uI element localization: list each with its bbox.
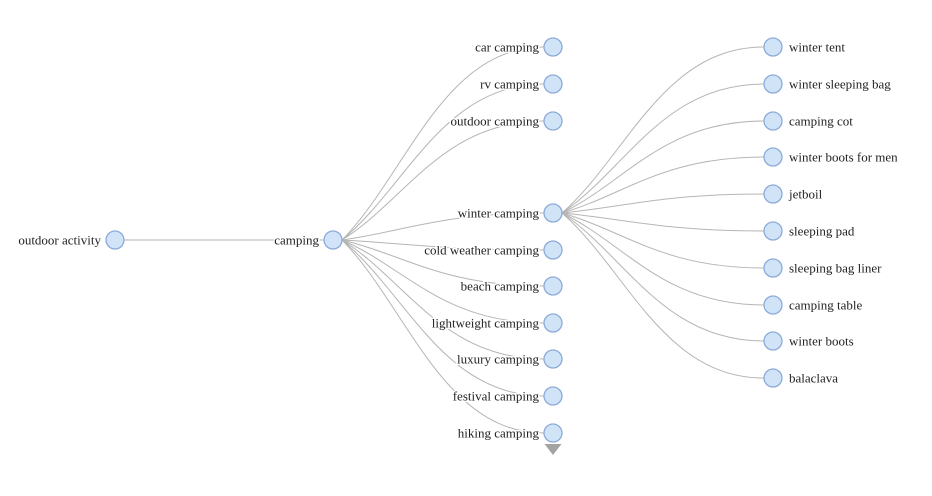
tree-node-beach-camping: beach camping	[459, 276, 563, 296]
node-label-beach-camping: beach camping	[461, 278, 540, 293]
node-label-outdoor-activity: outdoor activity	[18, 232, 101, 247]
node-label-winter-tent: winter tent	[789, 39, 845, 54]
tree-edge-camping--cold-weather-camping	[341, 239, 545, 251]
node-circle-outdoor-activity[interactable]	[105, 230, 125, 250]
node-label-camping-table: camping table	[789, 297, 863, 312]
node-label-camping-cot: camping cot	[789, 113, 853, 128]
node-label-winter-camping: winter camping	[458, 205, 540, 220]
node-circle-beach-camping[interactable]	[543, 276, 563, 296]
tree-node-sleeping-bag-liner: sleeping bag liner	[763, 258, 884, 278]
node-circle-sleeping-pad[interactable]	[763, 221, 783, 241]
tree-edge-camping--hiking-camping	[341, 239, 545, 434]
tree-edge-camping--rv-camping	[341, 83, 545, 241]
tree-edge-camping--luxury-camping	[341, 239, 545, 360]
node-circle-camping[interactable]	[323, 230, 343, 250]
node-circle-winter-camping[interactable]	[543, 203, 563, 223]
tree-edge-winter-camping--sleeping-bag-liner	[561, 212, 765, 269]
tree-node-winter-tent: winter tent	[763, 37, 847, 57]
tree-node-sleeping-pad: sleeping pad	[763, 221, 856, 241]
tree-node-outdoor-camping: outdoor camping	[449, 111, 563, 131]
tree-edge-camping--outdoor-camping	[341, 120, 545, 241]
node-label-camping: camping	[274, 232, 319, 247]
tree-node-winter-sleeping-bag: winter sleeping bag	[763, 74, 893, 94]
tree-node-cold-weather-camping: cold weather camping	[423, 240, 563, 260]
tree-node-winter-camping: winter camping	[456, 203, 563, 223]
tree-edge-winter-camping--balaclava	[561, 212, 765, 379]
tree-node-jetboil: jetboil	[763, 184, 824, 204]
tree-node-festival-camping: festival camping	[451, 386, 563, 406]
node-circle-winter-boots-for-men[interactable]	[763, 147, 783, 167]
node-circle-lightweight-camping[interactable]	[543, 313, 563, 333]
tree-node-lightweight-camping: lightweight camping	[430, 313, 563, 333]
node-label-car-camping: car camping	[475, 39, 539, 54]
tree-edge-camping--winter-camping	[341, 212, 545, 241]
node-circle-cold-weather-camping[interactable]	[543, 240, 563, 260]
node-circle-camping-table[interactable]	[763, 295, 783, 315]
tree-edge-winter-camping--winter-boots-for-men	[561, 156, 765, 214]
node-label-sleeping-bag-liner: sleeping bag liner	[789, 260, 882, 275]
tree-node-winter-boots-for-men: winter boots for men	[763, 147, 900, 167]
tree-edge-camping--lightweight-camping	[341, 239, 545, 324]
tree-node-car-camping: car camping	[474, 37, 563, 57]
node-circle-sleeping-bag-liner[interactable]	[763, 258, 783, 278]
tree-edge-winter-camping--jetboil	[561, 193, 765, 214]
tree-edge-winter-camping--winter-tent	[561, 46, 765, 214]
tree-edge-camping--beach-camping	[341, 239, 545, 287]
tree-edge-winter-camping--sleeping-pad	[561, 212, 765, 232]
node-label-jetboil: jetboil	[788, 186, 823, 201]
node-label-winter-sleeping-bag: winter sleeping bag	[789, 76, 891, 91]
tree-node-rv-camping: rv camping	[479, 74, 563, 94]
tree-node-hiking-camping: hiking camping	[456, 423, 563, 443]
tree-edge-winter-camping--winter-boots	[561, 212, 765, 342]
tree-node-camping-cot: camping cot	[763, 111, 855, 131]
node-circle-festival-camping[interactable]	[543, 386, 563, 406]
node-label-cold-weather-camping: cold weather camping	[424, 242, 539, 257]
node-circle-rv-camping[interactable]	[543, 74, 563, 94]
node-circle-winter-sleeping-bag[interactable]	[763, 74, 783, 94]
more-nodes-below-icon[interactable]	[544, 444, 562, 455]
node-circle-winter-boots[interactable]	[763, 331, 783, 351]
node-circle-outdoor-camping[interactable]	[543, 111, 563, 131]
tree-node-outdoor-activity: outdoor activity	[17, 230, 125, 250]
tree-node-camping-table: camping table	[763, 295, 864, 315]
node-label-hiking-camping: hiking camping	[458, 425, 540, 440]
tree-edge-winter-camping--winter-sleeping-bag	[561, 83, 765, 214]
node-label-sleeping-pad: sleeping pad	[789, 223, 855, 238]
node-circle-hiking-camping[interactable]	[543, 423, 563, 443]
tree-edge-winter-camping--camping-table	[561, 212, 765, 306]
node-circle-luxury-camping[interactable]	[543, 349, 563, 369]
node-label-festival-camping: festival camping	[453, 388, 540, 403]
node-label-luxury-camping: luxury camping	[457, 351, 539, 366]
node-label-lightweight-camping: lightweight camping	[432, 315, 540, 330]
tree-node-balaclava: balaclava	[763, 368, 840, 388]
tree-edge-camping--car-camping	[341, 46, 545, 241]
tree-edge-winter-camping--camping-cot	[561, 120, 765, 214]
node-circle-winter-tent[interactable]	[763, 37, 783, 57]
tree-node-camping: camping	[273, 230, 343, 250]
node-label-outdoor-camping: outdoor camping	[451, 113, 540, 128]
node-label-balaclava: balaclava	[789, 370, 838, 385]
node-label-winter-boots-for-men: winter boots for men	[789, 149, 898, 164]
node-circle-car-camping[interactable]	[543, 37, 563, 57]
node-label-winter-boots: winter boots	[789, 333, 854, 348]
node-label-rv-camping: rv camping	[480, 76, 539, 91]
tree-node-winter-boots: winter boots	[763, 331, 855, 351]
tree-node-luxury-camping: luxury camping	[456, 349, 563, 369]
node-circle-balaclava[interactable]	[763, 368, 783, 388]
tree-edge-camping--festival-camping	[341, 239, 545, 397]
node-circle-camping-cot[interactable]	[763, 111, 783, 131]
node-circle-jetboil[interactable]	[763, 184, 783, 204]
